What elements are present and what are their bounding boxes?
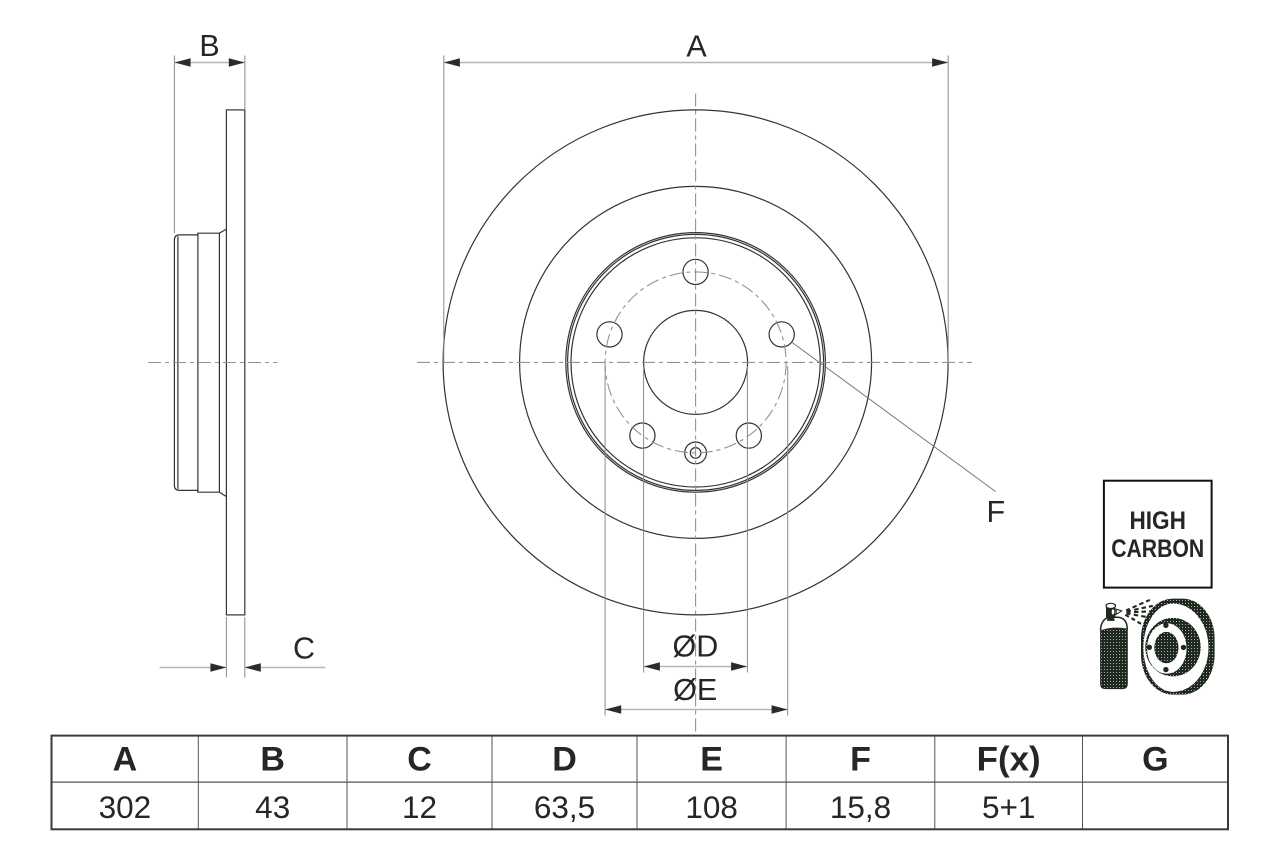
svg-text:63,5: 63,5 [534,789,595,825]
svg-text:A: A [113,741,138,779]
svg-text:CARBON: CARBON [1111,535,1204,563]
svg-text:G: G [1142,741,1168,779]
svg-text:C: C [407,741,432,779]
svg-text:12: 12 [402,789,437,825]
svg-text:C: C [293,631,315,665]
svg-text:HIGH: HIGH [1129,507,1186,535]
svg-text:15,8: 15,8 [830,789,891,825]
svg-text:ØE: ØE [673,673,717,707]
svg-text:B: B [260,741,285,779]
svg-text:108: 108 [685,789,738,825]
svg-text:5+1: 5+1 [982,789,1035,825]
svg-text:F: F [850,741,871,779]
svg-text:A: A [686,29,707,63]
svg-text:B: B [199,29,219,63]
svg-text:F: F [986,495,1005,529]
svg-text:D: D [552,741,577,779]
svg-text:302: 302 [99,789,152,825]
svg-text:E: E [700,741,723,779]
svg-text:F(x): F(x) [977,741,1041,779]
svg-text:ØD: ØD [673,630,719,664]
svg-text:43: 43 [255,789,290,825]
